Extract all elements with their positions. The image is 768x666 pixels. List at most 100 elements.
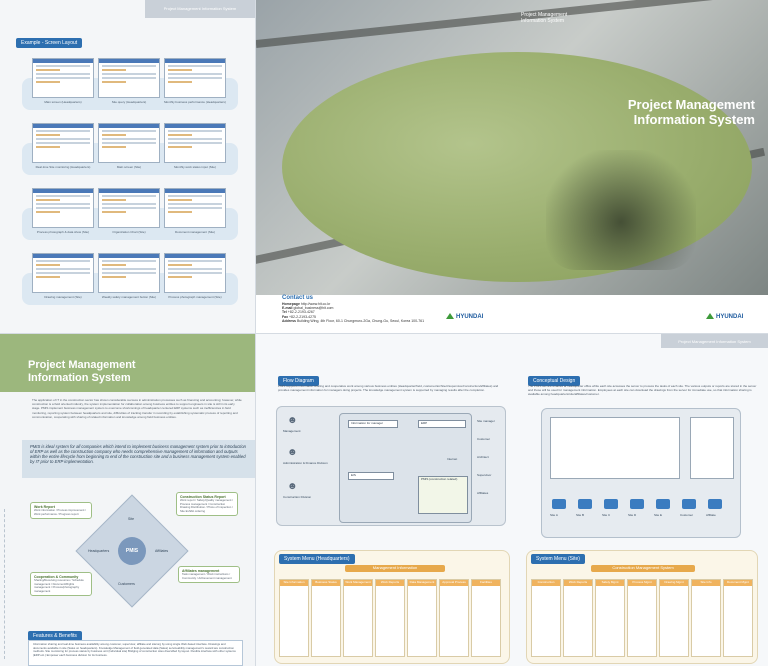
- screenshot-thumbnail: [164, 188, 226, 228]
- detail-header-text: Project Management Information System: [678, 339, 751, 344]
- construction-workers-photo: [546, 150, 696, 270]
- flow-internet-label: Internet: [447, 457, 458, 461]
- flow-diagram-desc: PMIS supports information sharing and co…: [278, 384, 499, 392]
- flow-diagram-core: Information for manager ERP PMIS (constr…: [339, 413, 472, 523]
- menu-column[interactable]: Work Management: [343, 579, 373, 657]
- screenshot-caption: Monthly business performance (Headquarte…: [164, 100, 226, 104]
- features-title: Features & Benefits: [28, 631, 82, 641]
- menu-column-title: Facilities: [472, 580, 500, 586]
- conceptual-design-title: Conceptual Design: [528, 376, 581, 386]
- intro-quote: PMIS is ideal system for all companies w…: [22, 440, 255, 478]
- screenshot-thumbnail: [98, 188, 160, 228]
- person-icon: ☻: [287, 481, 298, 492]
- screenshot-caption: Site query (Headquarters): [111, 100, 147, 104]
- concept-site-label: Affiliate: [706, 513, 716, 517]
- screenshot-thumbnail: [32, 123, 94, 163]
- menu-column[interactable]: Work Reports: [563, 579, 593, 657]
- menu-column-title: Process Mgmt: [628, 580, 656, 586]
- screenshot-caption: Monthly work status input (Site): [174, 165, 216, 169]
- hyundai-logo: HYUNDAI: [446, 313, 483, 320]
- menu-column[interactable]: Approval Process: [439, 579, 469, 657]
- intro-page: Project Management Information System Th…: [0, 334, 255, 666]
- menu-column-title: Site Information: [280, 580, 308, 586]
- screenshot-thumbnail: [164, 253, 226, 293]
- contact-row: Tel +82-2-2193-4267: [282, 310, 315, 315]
- page-header-strip: Project Management Information System: [145, 0, 255, 18]
- screenshot-thumbnail: [32, 188, 94, 228]
- menu-column[interactable]: Process Mgmt: [627, 579, 657, 657]
- flow-right-supervisor: Supervisor: [477, 473, 492, 477]
- menu-column-title: Work Reports: [564, 580, 592, 586]
- section-title-screen-layout: Example - Screen Layout: [16, 38, 83, 48]
- site-computer-icon: [630, 499, 644, 509]
- menu-site-panel: System Menu (Site) Construction Manageme…: [526, 550, 758, 664]
- contact-row: E-mail global_business@hit.com: [282, 306, 334, 311]
- menu-column-title: Business Status: [312, 580, 340, 586]
- screenshot-caption: Organization Chart (Site): [112, 230, 146, 234]
- screenshot-thumbnail: [98, 253, 160, 293]
- concept-server-block: [550, 417, 680, 479]
- features-list: Information sharing and real-time busine…: [28, 640, 243, 666]
- menu-column[interactable]: Drawing Mgmt: [659, 579, 689, 657]
- menu-column-title: Site Info: [692, 580, 720, 586]
- site-computer-icon: [604, 499, 618, 509]
- screenshot-caption: Document management (Site): [174, 230, 216, 234]
- intro-title-line1: Project Management: [28, 359, 136, 371]
- cover-title-line2: Information System: [633, 112, 755, 127]
- flow-box-erp: ERP: [418, 420, 466, 428]
- pmis-diagram-center: PMIS: [118, 537, 146, 565]
- intro-title-line2: Information System: [28, 372, 131, 384]
- flow-right-architect: Architect: [477, 455, 489, 459]
- logo-triangle-icon: [706, 313, 714, 319]
- menu-column[interactable]: Site Information: [279, 579, 309, 657]
- intro-body-text: The application of IT in the constructio…: [32, 398, 242, 419]
- menu-column-title: Data Management: [408, 580, 436, 586]
- diagram-label-affiliates: Affiliates: [155, 549, 169, 553]
- menu-column[interactable]: Data Management: [407, 579, 437, 657]
- cover-small-title: Project Management Information System: [521, 12, 568, 24]
- homepage-link[interactable]: http://www.hit.co.kr: [300, 302, 331, 306]
- concept-site-label: Site C: [602, 513, 611, 517]
- concept-site-label: Site E: [654, 513, 663, 517]
- menu-site-title: System Menu (Site): [531, 554, 585, 564]
- menu-column[interactable]: Safety Mgmt: [595, 579, 625, 657]
- flow-diagram-title: Flow Diagram: [278, 376, 319, 386]
- menu-column[interactable]: Document Mgmt: [723, 579, 753, 657]
- contact-title: Contact us: [282, 295, 314, 301]
- page-header-text: Project Management Information System: [163, 6, 237, 11]
- cover-title: Project Management Information System: [628, 97, 755, 127]
- detail-header-strip: Project Management Information System: [661, 334, 768, 348]
- menu-column[interactable]: Facilities: [471, 579, 501, 657]
- flow-box-eis: EIS: [348, 472, 394, 480]
- cover-page: Project Management Information System Pr…: [256, 0, 768, 333]
- menu-column-title: Construction: [532, 580, 560, 586]
- concept-site-label: Site B: [576, 513, 585, 517]
- screenshot-caption: Main screen (Site): [116, 165, 142, 169]
- flow-box-pmis: PMIS (construction related): [418, 476, 468, 514]
- concept-site-label: Site A: [550, 513, 558, 517]
- menu-column-title: Safety Mgmt: [596, 580, 624, 586]
- menu-column[interactable]: Site Info: [691, 579, 721, 657]
- diagram-label-headquarters: Headquarters: [88, 549, 110, 553]
- menu-column[interactable]: Work Reports: [375, 579, 405, 657]
- contact-details: Homepage http://www.hit.co.kr E-mail glo…: [282, 302, 424, 323]
- site-computer-icon: [656, 499, 670, 509]
- screenshot-caption: Drawing management (Site): [44, 295, 82, 299]
- page-divider-horizontal: [0, 333, 768, 334]
- person-icon: ☻: [287, 447, 298, 458]
- cover-title-line1: Project Management: [627, 97, 755, 112]
- screenshot-thumbnail: [32, 58, 94, 98]
- flow-right-site-manager: Site manager: [477, 419, 495, 423]
- screenshot-caption: Main screen (Headquarters): [44, 100, 82, 104]
- site-computer-icon: [552, 499, 566, 509]
- menu-column[interactable]: Business Status: [311, 579, 341, 657]
- menu-column[interactable]: Construction: [531, 579, 561, 657]
- contact-area: [256, 295, 768, 333]
- menu-column-title: Drawing Mgmt: [660, 580, 688, 586]
- menu-column-title: Approval Process: [440, 580, 468, 586]
- email-link[interactable]: global_business@hit.com: [293, 306, 334, 311]
